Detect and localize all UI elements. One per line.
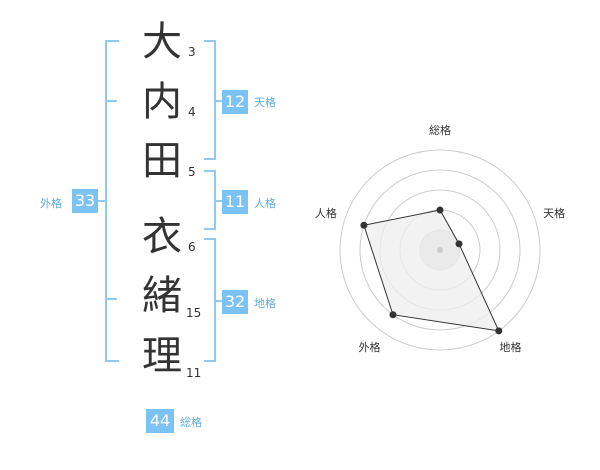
radar-axis-label-1: 天格 [543, 206, 565, 220]
radar-point-2 [495, 327, 503, 335]
jinkaku-connector [214, 200, 222, 202]
soukaku-value: 44 [146, 409, 174, 433]
gaikaku-bracket-tick [105, 298, 117, 300]
soukaku-label: 総格 [180, 416, 202, 429]
radar-point-1 [455, 240, 463, 248]
tenkaku-connector [214, 100, 222, 102]
stroke-count-1: 3 [188, 45, 196, 59]
stroke-count-4: 6 [188, 240, 196, 254]
radar-axis-label-0: 総格 [429, 123, 451, 137]
gaikaku-value: 33 [72, 189, 98, 213]
radar-point-3 [389, 311, 397, 319]
radar-axis-label-2: 地格 [500, 340, 522, 354]
name-char-4: 衣 [142, 214, 182, 260]
name-char-5: 緒 [142, 273, 182, 319]
tenkaku-value: 12 [222, 90, 248, 114]
name-char-3: 田 [142, 138, 182, 184]
radar-center-dot [437, 247, 443, 253]
stroke-count-3: 5 [188, 165, 196, 179]
radar-point-0 [436, 206, 444, 214]
name-char-2: 内 [142, 79, 182, 125]
radar-area [363, 209, 500, 332]
radar-axis-label-3: 外格 [358, 340, 380, 354]
tenkaku-label: 天格 [254, 96, 276, 109]
jinkaku-value: 11 [222, 190, 248, 214]
stroke-count-5: 15 [186, 306, 202, 320]
jinkaku-label: 人格 [254, 197, 276, 210]
stroke-count-6: 11 [186, 366, 202, 380]
chikaku-connector [214, 300, 222, 302]
chikaku-value: 32 [222, 290, 248, 314]
name-char-1: 大 [142, 19, 182, 65]
gaikaku-bracket-tick [105, 100, 117, 102]
radar-grid-ring [339, 149, 541, 351]
name-char-6: 理 [142, 333, 182, 379]
gaikaku-connector [97, 200, 107, 202]
radar-point-4 [360, 221, 368, 229]
chikaku-label: 地格 [254, 297, 276, 310]
gaikaku-label: 外格 [40, 197, 62, 210]
stroke-count-2: 4 [188, 105, 196, 119]
radar-axis-label-4: 人格 [315, 206, 337, 220]
radar-grid-ring [359, 169, 521, 331]
